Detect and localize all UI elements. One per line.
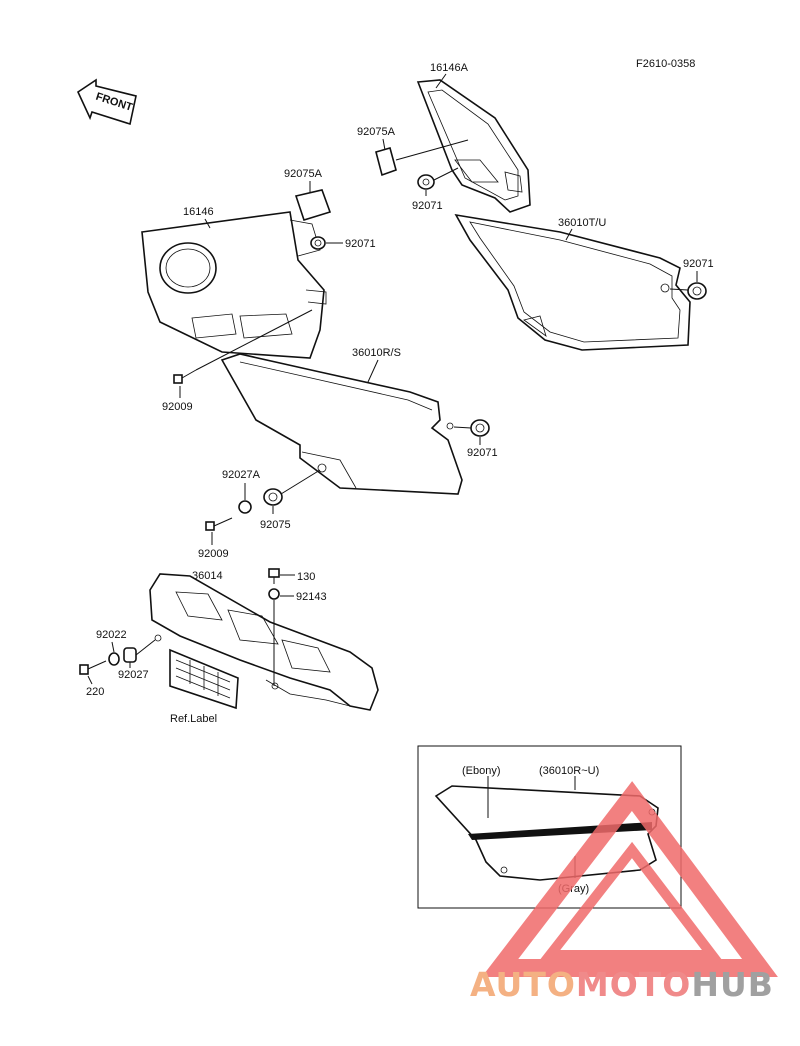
part-36010TU-side-cover xyxy=(454,213,691,351)
label-130: 130 xyxy=(297,571,315,583)
label-92071-top: 92071 xyxy=(412,200,443,212)
watermark-text: AUTOMOTOHUB xyxy=(470,965,774,1004)
part-92075A-pad-top xyxy=(375,147,397,177)
ref-label-plate xyxy=(169,648,239,710)
part-92143-collar xyxy=(268,588,280,600)
part-16146A-cover xyxy=(416,79,531,213)
part-36010RS-side-cover xyxy=(220,353,463,495)
label-16146: 16146 xyxy=(183,206,214,218)
color-inset-box xyxy=(417,745,682,909)
label-92075A-left: 92075A xyxy=(284,168,323,180)
label-92027A: 92027A xyxy=(222,469,261,481)
part-92071-grommet-top xyxy=(417,174,435,190)
watermark-triangle-logo xyxy=(481,781,778,977)
label-36010TU: 36010T/U xyxy=(558,217,606,229)
part-92027-collar xyxy=(123,647,137,663)
diagram-code: F2610-0358 xyxy=(636,58,695,70)
label-16146A: 16146A xyxy=(430,62,469,74)
part-92075-grommet xyxy=(263,488,283,506)
inset-range-label: (36010R~U) xyxy=(539,765,599,777)
part-220-bolt xyxy=(79,660,107,675)
front-arrow-icon: FRONT xyxy=(76,78,137,126)
label-92075A-top: 92075A xyxy=(357,126,396,138)
label-220: 220 xyxy=(86,686,104,698)
inset-ebony-label: (Ebony) xyxy=(462,765,501,777)
watermark-auto: AUTO xyxy=(470,965,576,1004)
label-36010RS: 36010R/S xyxy=(352,347,401,359)
part-92009-screw-lower xyxy=(205,517,233,531)
label-92009-upper: 92009 xyxy=(162,401,193,413)
label-92027: 92027 xyxy=(118,669,149,681)
label-92009-lower: 92009 xyxy=(198,548,229,560)
label-92143: 92143 xyxy=(296,591,327,603)
label-92071-right: 92071 xyxy=(683,258,714,270)
part-92071-grommet-mid xyxy=(310,236,326,250)
label-92075: 92075 xyxy=(260,519,291,531)
part-92009-screw-upper xyxy=(173,369,197,384)
label-ref-label: Ref.Label xyxy=(170,713,217,725)
label-92071-lower: 92071 xyxy=(467,447,498,459)
part-92022-washer xyxy=(108,652,120,666)
label-36014: 36014 xyxy=(192,570,223,582)
label-92071-mid: 92071 xyxy=(345,238,376,250)
watermark-moto: MOTO xyxy=(575,965,692,1004)
part-16146-cover xyxy=(141,211,327,359)
part-92027A-collar xyxy=(238,500,252,514)
watermark-hub: HUB xyxy=(691,965,774,1004)
part-130-bolt xyxy=(268,568,280,584)
label-92022: 92022 xyxy=(96,629,127,641)
part-92071-grommet-right xyxy=(660,282,707,300)
part-36014-cover xyxy=(149,573,379,711)
part-92075A-pad-left xyxy=(294,189,332,221)
